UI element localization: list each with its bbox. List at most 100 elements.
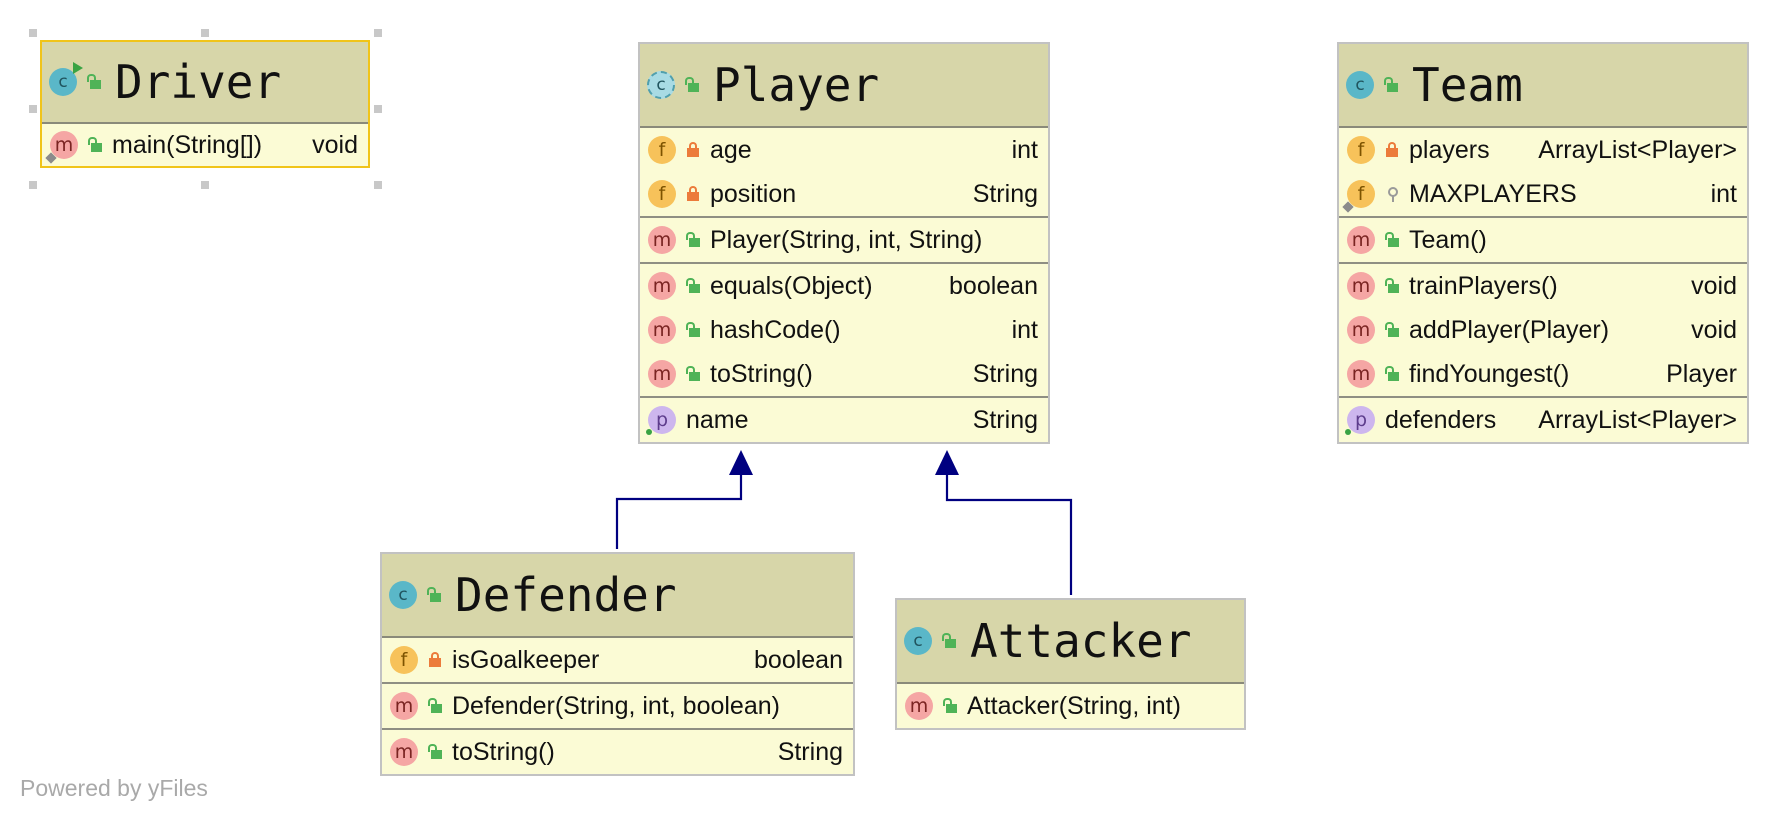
class-icon: c (904, 627, 932, 655)
visibility-dot-icon (1345, 429, 1351, 435)
static-marker-icon (45, 152, 57, 164)
selection-handle[interactable] (201, 181, 209, 189)
inheritance-edge-attacker-player[interactable] (945, 457, 1073, 595)
inheritance-edge-defender-player[interactable] (615, 457, 743, 549)
member-name: isGoalkeeper (452, 645, 600, 674)
method-row[interactable]: m hashCode() int (640, 308, 1048, 352)
member-type: boolean (754, 645, 843, 674)
field-icon: f (648, 136, 676, 164)
selection-handle[interactable] (374, 181, 382, 189)
selection-handle[interactable] (201, 29, 209, 37)
public-visibility-icon (428, 744, 442, 760)
method-icon: m (648, 360, 676, 388)
private-lock-icon (1385, 142, 1399, 158)
member-name: name (686, 405, 749, 434)
field-row[interactable]: f isGoalkeeper boolean (382, 638, 853, 682)
member-name: age (710, 135, 752, 164)
member-type: String (972, 179, 1038, 208)
class-name: Team (1412, 58, 1523, 112)
selection-handle[interactable] (374, 105, 382, 113)
field-icon: f (648, 180, 676, 208)
method-icon: m (1347, 272, 1375, 300)
selection-handle[interactable] (29, 181, 37, 189)
member-type: ArrayList<Player> (1538, 405, 1737, 434)
member-type: int (1011, 315, 1038, 344)
method-icon: m (648, 316, 676, 344)
inheritance-arrowhead-attacker (935, 450, 959, 475)
run-marker-icon (73, 62, 83, 74)
member-type: Player (1666, 359, 1737, 388)
method-icon: m (648, 272, 676, 300)
member-name: trainPlayers() (1409, 271, 1558, 300)
class-icon: c (389, 581, 417, 609)
public-visibility-icon (1385, 232, 1399, 248)
public-visibility-icon (685, 77, 699, 93)
public-visibility-icon (686, 278, 700, 294)
field-icon: f (390, 646, 418, 674)
member-name: players (1409, 135, 1490, 164)
member-name: toString() (452, 737, 555, 766)
member-type: boolean (949, 271, 1038, 300)
class-icon-runnable: c (49, 62, 83, 96)
public-visibility-icon (88, 137, 102, 153)
selection-handle[interactable] (29, 105, 37, 113)
member-name: addPlayer(Player) (1409, 315, 1610, 344)
selection-handle[interactable] (29, 29, 37, 37)
method-icon: m (905, 692, 933, 720)
public-visibility-icon (1385, 278, 1399, 294)
public-visibility-icon (1385, 322, 1399, 338)
method-icon: m (648, 226, 676, 254)
member-name: hashCode() (710, 315, 841, 344)
member-name: Defender(String, int, boolean) (452, 691, 780, 720)
public-visibility-icon (1385, 366, 1399, 382)
public-visibility-icon (427, 587, 441, 603)
selection-handle[interactable] (374, 29, 382, 37)
method-icon: m (390, 738, 418, 766)
member-name: MAXPLAYERS (1409, 179, 1577, 208)
member-name: defenders (1385, 405, 1497, 434)
public-visibility-icon (428, 698, 442, 714)
public-visibility-icon (686, 322, 700, 338)
public-visibility-icon (943, 698, 957, 714)
private-lock-icon (428, 652, 442, 668)
class-name: Attacker (970, 614, 1192, 668)
member-type: String (972, 405, 1038, 434)
field-icon: f (1342, 180, 1375, 213)
